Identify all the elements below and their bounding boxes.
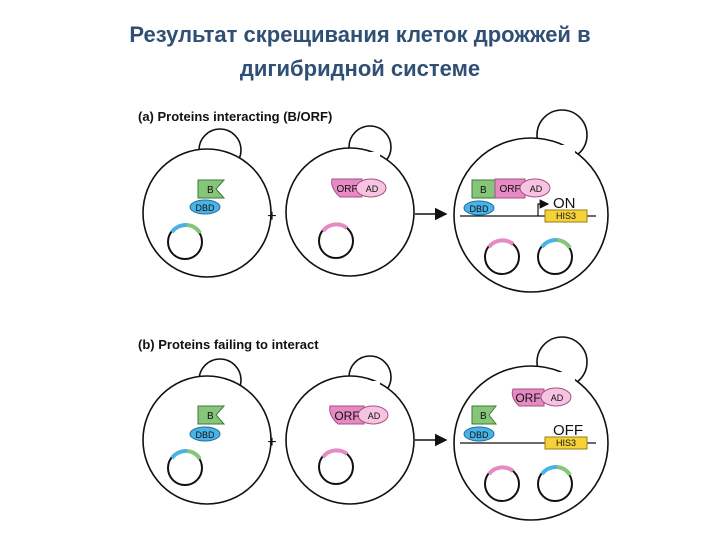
bait-protein-b: B bbox=[197, 405, 226, 425]
status-off: OFF bbox=[553, 422, 583, 439]
svg-text:B: B bbox=[207, 411, 214, 422]
svg-text:AD: AD bbox=[366, 184, 379, 194]
bait-protein-b: B bbox=[471, 405, 498, 425]
svg-text:ORF: ORF bbox=[336, 184, 357, 195]
his3-reporter: HIS3 bbox=[544, 209, 588, 223]
panel-b-label: (b) Proteins failing to interact bbox=[138, 337, 319, 352]
slide-title: Результат скрещивания клеток дрожжей в д… bbox=[0, 18, 720, 86]
bait-plasmid bbox=[537, 237, 573, 275]
bait-plasmid bbox=[537, 464, 573, 502]
prey-cell-b: ORF AD bbox=[285, 355, 415, 505]
prey-plasmid bbox=[484, 465, 520, 502]
svg-text:AD: AD bbox=[551, 393, 564, 403]
svg-text:AD: AD bbox=[530, 184, 543, 194]
bait-plasmid bbox=[167, 448, 203, 486]
svg-text:DBD: DBD bbox=[195, 430, 215, 440]
prey-orf-ad: ORF AD bbox=[494, 178, 551, 199]
bait-cell-a: B DBD bbox=[142, 128, 272, 278]
transcription-arrow bbox=[537, 199, 550, 216]
title-line-2: дигибридной системе bbox=[239, 56, 481, 81]
plus-sign-a: + bbox=[267, 208, 276, 225]
prey-orf-ad: ORF AD bbox=[331, 178, 387, 198]
svg-text:ORF: ORF bbox=[515, 391, 540, 405]
svg-text:B: B bbox=[480, 185, 487, 196]
prey-plasmid bbox=[484, 238, 520, 275]
dbd-domain: DBD bbox=[189, 199, 221, 215]
svg-text:ORF: ORF bbox=[334, 409, 359, 423]
svg-text:DBD: DBD bbox=[195, 203, 215, 213]
prey-cell-a: ORF AD bbox=[285, 125, 415, 277]
panel-a-label: (a) Proteins interacting (B/ORF) bbox=[138, 109, 332, 124]
plus-sign-b: + bbox=[267, 434, 276, 451]
svg-text:HIS3: HIS3 bbox=[556, 211, 576, 221]
svg-text:DBD: DBD bbox=[469, 204, 489, 214]
svg-text:AD: AD bbox=[368, 411, 381, 421]
prey-orf-ad: ORF AD bbox=[511, 387, 572, 407]
bait-plasmid bbox=[167, 222, 203, 260]
dbd-domain: DBD bbox=[463, 200, 495, 216]
svg-text:DBD: DBD bbox=[469, 430, 489, 440]
dbd-domain: DBD bbox=[463, 426, 495, 442]
bait-cell-b: B DBD bbox=[142, 358, 272, 505]
svg-text:B: B bbox=[207, 185, 214, 196]
dbd-domain: DBD bbox=[189, 426, 221, 442]
status-on: ON bbox=[553, 195, 576, 212]
prey-plasmid bbox=[318, 448, 354, 485]
prey-plasmid bbox=[318, 222, 354, 259]
diploid-cell-b: ORF AD B DBD OFF HIS3 bbox=[453, 336, 609, 521]
bait-protein-b: B bbox=[197, 179, 226, 199]
svg-text:B: B bbox=[480, 411, 487, 422]
title-line-1: Результат скрещивания клеток дрожжей в bbox=[129, 22, 591, 47]
svg-text:ORF: ORF bbox=[499, 184, 520, 195]
diploid-cell-a: B ORF AD DBD ON HIS3 bbox=[453, 109, 609, 293]
prey-orf-ad: ORF AD bbox=[329, 405, 389, 425]
svg-text:HIS3: HIS3 bbox=[556, 438, 576, 448]
his3-reporter: HIS3 bbox=[544, 436, 588, 450]
